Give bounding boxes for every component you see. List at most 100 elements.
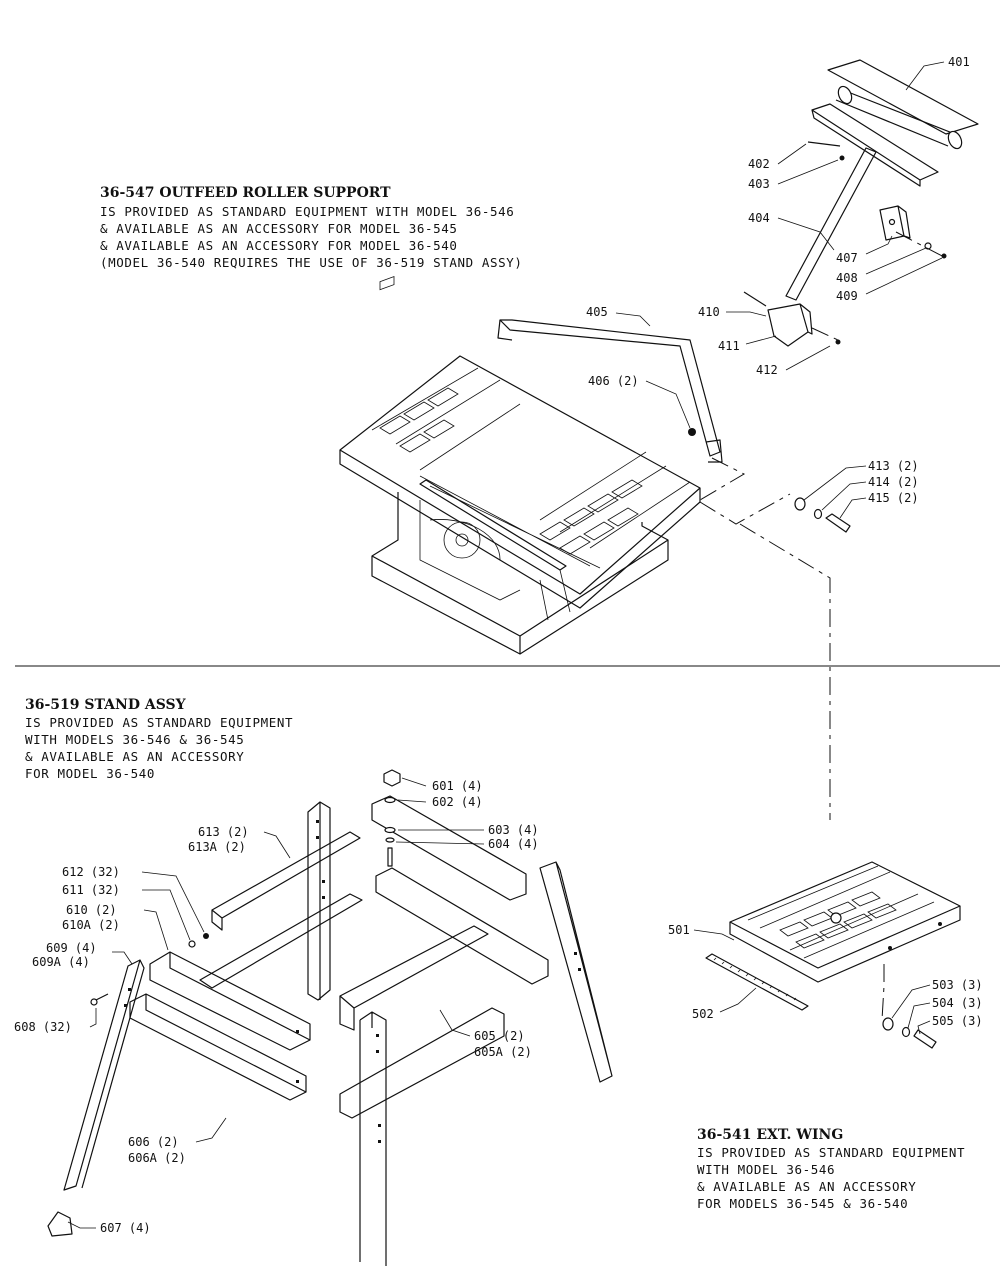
stand-rail-606 [129, 993, 307, 1101]
callout-501: 501 [668, 923, 690, 937]
nut-601 [383, 769, 401, 787]
callout-503: 503 (3) [932, 978, 983, 992]
stand-front-leg [359, 1011, 387, 1266]
fence-rail [419, 479, 567, 571]
stand-rail-back-top [371, 795, 527, 901]
support-bar-to-table-line [699, 457, 746, 501]
callout-607: 607 (4) [100, 1221, 151, 1235]
nut-406 [688, 428, 696, 436]
saw-adjust-hub [455, 533, 469, 547]
stand-line-2: WITH MODELS 36-546 & 36-545 [25, 732, 244, 747]
callout-402: 402 [748, 157, 770, 171]
stand-rear-leg [307, 801, 331, 1001]
table-saw-body [339, 276, 831, 820]
callout-502: 502 [692, 1007, 714, 1021]
wing-section-text: 36-541 EXT. WING IS PROVIDED AS STANDARD… [697, 1127, 965, 1211]
callout-608: 608 (32) [14, 1020, 72, 1034]
callout-412: 412 [756, 363, 778, 377]
callout-612: 612 (32) [62, 865, 120, 879]
outfeed-line-4: (MODEL 36-540 REQUIRES THE USE OF 36-519… [100, 255, 523, 270]
alignment-line-upper [811, 231, 947, 341]
wing-hardware-line [881, 964, 885, 1021]
outfeed-line-3: & AVAILABLE AS AN ACCESSORY FOR MODEL 36… [100, 238, 458, 253]
roller-part [827, 59, 979, 135]
bolt-410 [743, 291, 767, 307]
outfeed-roller-assembly [497, 59, 979, 533]
saw-adjust-wheel [443, 521, 481, 559]
callout-609: 609 (4) [46, 941, 97, 955]
nut-409 [941, 253, 947, 259]
nut-412 [835, 339, 841, 345]
callout-labels: 401 402 403 404 405 406 (2) 407 408 409 … [14, 55, 983, 1235]
outfeed-title: 36-547 OUTFEED ROLLER SUPPORT [100, 185, 391, 201]
saw-base-cabinet [371, 492, 669, 655]
stand-rail-long [199, 893, 363, 989]
wing-top-rails [747, 865, 935, 959]
roller-end-cap-right [947, 130, 963, 150]
stand-rail-middle [375, 867, 549, 985]
stand-title: 36-519 STAND ASSY [25, 697, 187, 713]
support-bar-tab [497, 319, 723, 463]
bolt-415 [825, 513, 851, 533]
bolt-stand [387, 847, 393, 867]
stand-line-3: & AVAILABLE AS AN ACCESSORY [25, 749, 244, 764]
callout-401: 401 [948, 55, 970, 69]
pivot-bracket [879, 205, 911, 241]
table-grid-cells [379, 387, 643, 555]
outfeed-section-text: 36-547 OUTFEED ROLLER SUPPORT IS PROVIDE… [100, 185, 523, 270]
pivot-hole [888, 218, 896, 226]
callout-413: 413 (2) [868, 459, 919, 473]
washer-602 [384, 796, 396, 804]
stand-rail-front-cross [339, 925, 489, 1031]
stand-foot [47, 1211, 73, 1237]
wing-line-4: FOR MODELS 36-545 & 36-540 [697, 1196, 908, 1211]
outfeed-line-2: & AVAILABLE AS AN ACCESSORY FOR MODEL 36… [100, 221, 458, 236]
wing-edge-hole-1 [888, 946, 892, 950]
roller-bracket [811, 103, 939, 187]
callout-411: 411 [718, 339, 740, 353]
wing-line-2: WITH MODEL 36-546 [697, 1162, 835, 1177]
wing-line-3: & AVAILABLE AS AN ACCESSORY [697, 1179, 916, 1194]
wing-edge-hole-2 [938, 922, 942, 926]
callout-409: 409 [836, 289, 858, 303]
bolt-608 [95, 993, 109, 1001]
callout-407: 407 [836, 251, 858, 265]
callout-602: 602 (4) [432, 795, 483, 809]
stand-rail-605 [339, 1007, 505, 1119]
washer-414 [813, 508, 823, 520]
support-bar [499, 319, 721, 457]
outfeed-line-1: IS PROVIDED AS STANDARD EQUIPMENT WITH M… [100, 204, 514, 219]
callout-414: 414 (2) [868, 475, 919, 489]
wing-edge [729, 906, 961, 983]
base-bracket [767, 303, 813, 347]
wing-scale-ticks [713, 957, 797, 1001]
callout-504: 504 (3) [932, 996, 983, 1010]
stand-line-4: FOR MODEL 36-540 [25, 766, 155, 781]
callout-603: 603 (4) [488, 823, 539, 837]
bolt-402 [807, 141, 841, 147]
roller-tube [835, 91, 961, 147]
callout-610a: 610A (2) [62, 918, 120, 932]
stand-rail-613 [211, 831, 361, 931]
wing-scale-strip [705, 953, 809, 1011]
callout-415: 415 (2) [868, 491, 919, 505]
washer-603 [384, 826, 396, 834]
callout-604: 604 (4) [488, 837, 539, 851]
callout-606: 606 (2) [128, 1135, 179, 1149]
stand-holes [124, 820, 581, 1143]
bolt-608-head [90, 998, 98, 1006]
callout-609a: 609A (4) [32, 955, 90, 969]
saw-table-top [339, 355, 701, 595]
washer-503 [882, 1017, 894, 1031]
wing-line-1: IS PROVIDED AS STANDARD EQUIPMENT [697, 1145, 965, 1160]
callout-601: 601 (4) [432, 779, 483, 793]
extension-wing [705, 861, 961, 1049]
saw-table-edge [339, 450, 701, 609]
callout-613a: 613A (2) [188, 840, 246, 854]
callout-410: 410 [698, 305, 720, 319]
wing-top [729, 861, 961, 969]
upright-tube [785, 147, 877, 301]
stand-section-text: 36-519 STAND ASSY IS PROVIDED AS STANDAR… [25, 697, 293, 781]
table-grid-pattern [379, 276, 395, 291]
